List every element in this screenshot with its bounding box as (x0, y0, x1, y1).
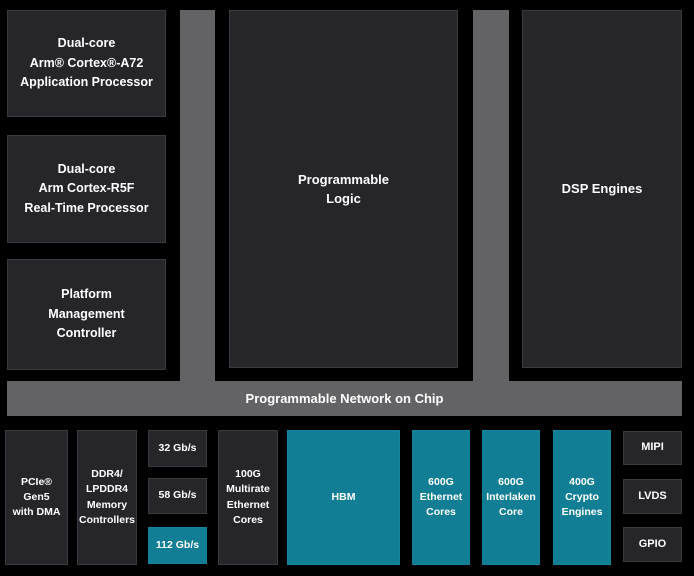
block-platform-management-controller: Platform Management Controller (7, 259, 166, 370)
block-serdes-32gbs: 32 Gb/s (148, 430, 207, 467)
block-600g-interlaken-core: 600G Interlaken Core (482, 430, 540, 565)
noc-vertical-bar-left (180, 10, 215, 381)
block-serdes-58gbs: 58 Gb/s (148, 478, 207, 514)
noc-vertical-bar-right (473, 10, 509, 381)
block-mipi: MIPI (623, 431, 682, 465)
block-dsp-engines: DSP Engines (522, 10, 682, 368)
noc-label: Programmable Network on Chip (245, 391, 444, 406)
block-600g-ethernet-cores: 600G Ethernet Cores (412, 430, 470, 565)
block-serdes-112gbs: 112 Gb/s (148, 527, 207, 564)
block-hbm: HBM (287, 430, 400, 565)
block-realtime-processor: Dual-core Arm Cortex-R5F Real-Time Proce… (7, 135, 166, 243)
block-gpio: GPIO (623, 527, 682, 562)
block-100g-multirate-ethernet: 100G Multirate Ethernet Cores (218, 430, 278, 565)
block-pcie-gen5: PCIe® Gen5 with DMA (5, 430, 68, 565)
noc-horizontal-bar: Programmable Network on Chip (7, 381, 682, 416)
block-400g-crypto-engines: 400G Crypto Engines (553, 430, 611, 565)
block-lvds: LVDS (623, 479, 682, 514)
block-application-processor: Dual-core Arm® Cortex®-A72 Application P… (7, 10, 166, 117)
block-ddr-memory-controllers: DDR4/ LPDDR4 Memory Controllers (77, 430, 137, 565)
block-programmable-logic: Programmable Logic (229, 10, 458, 368)
